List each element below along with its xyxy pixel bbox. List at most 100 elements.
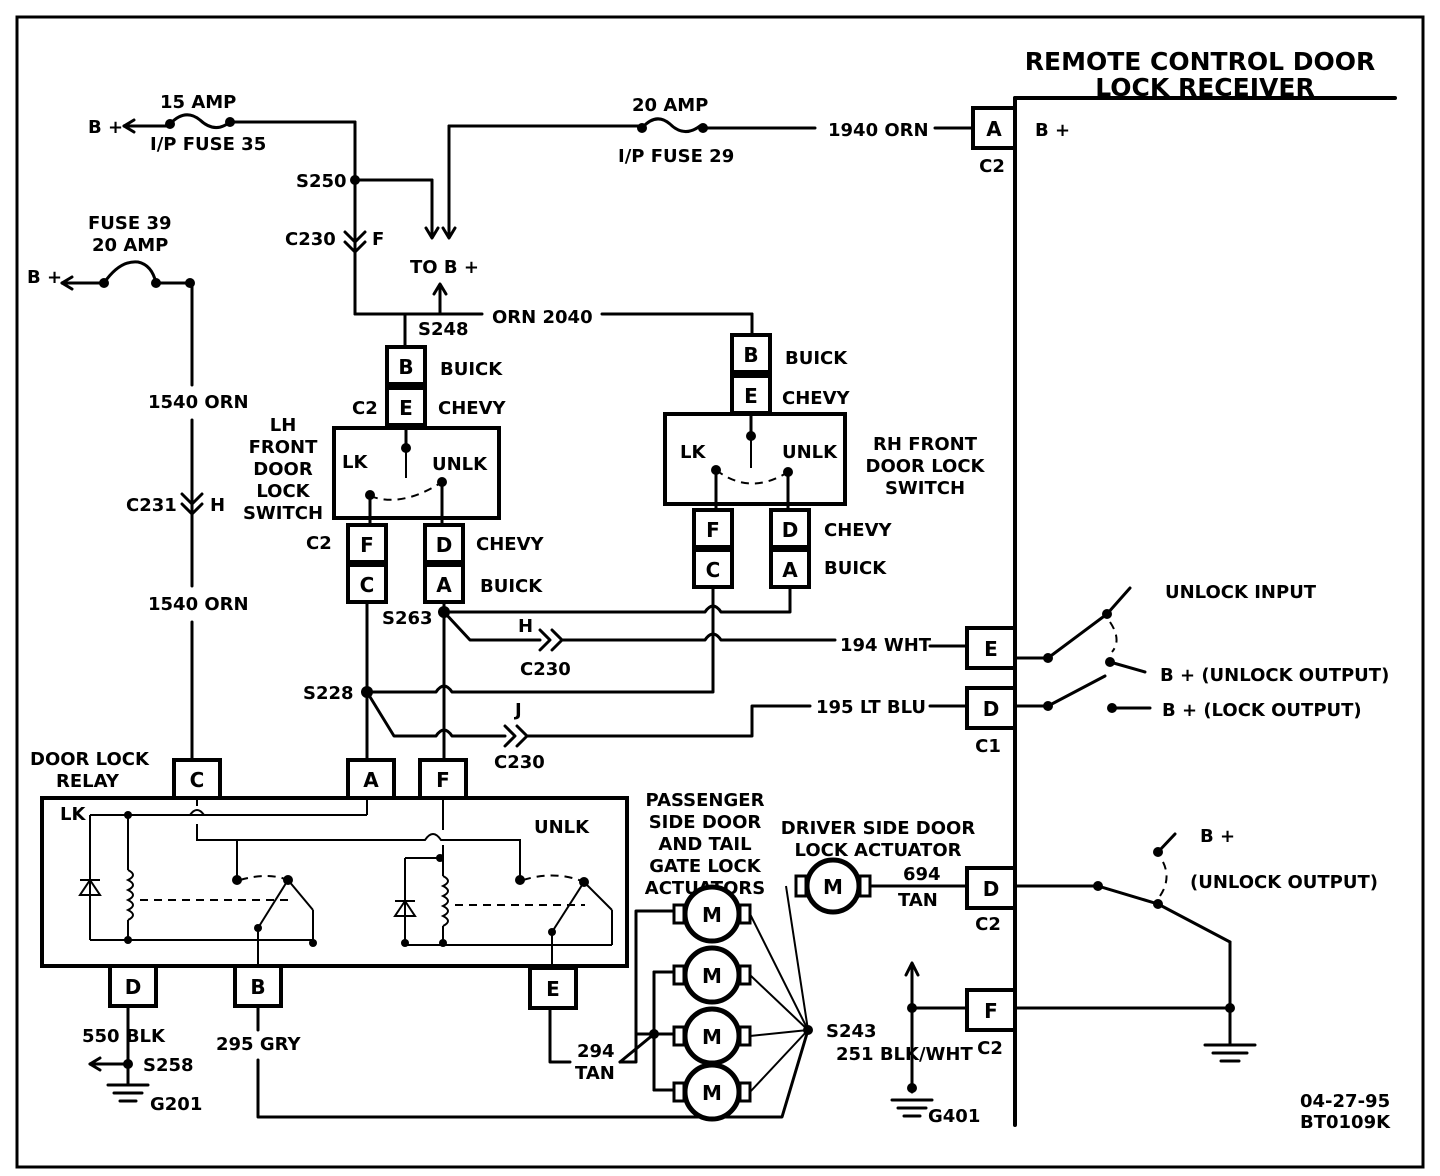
- lh-chevy-top: CHEVY: [438, 398, 507, 419]
- passenger-actuators: PASSENGER SIDE DOOR AND TAIL GATE LOCK A…: [618, 790, 877, 1122]
- receiver-pin-e: [965, 626, 1017, 670]
- motor-3-label: M: [702, 1025, 722, 1049]
- receiver-pin-f-label: F: [984, 999, 998, 1023]
- fuse39-name: FUSE 39: [88, 213, 172, 234]
- fuse39-b-plus: B +: [27, 267, 62, 288]
- rh-lk: LK: [680, 442, 706, 463]
- rh-name-2: DOOR LOCK: [866, 456, 986, 477]
- receiver-unlock-output: B + (UNLOCK OUTPUT): [1160, 665, 1389, 686]
- motor-4: M: [672, 1062, 752, 1122]
- lh-name-5: SWITCH: [243, 503, 323, 524]
- lh-pin-b: [385, 345, 427, 386]
- rh-chevy-top: CHEVY: [782, 388, 851, 409]
- rh-pin-e: [730, 374, 772, 415]
- c230-j-label: C230: [494, 752, 545, 773]
- motor-3: M: [672, 1006, 752, 1066]
- driver-motor-label: M: [823, 875, 843, 899]
- wire-1540-top: 1540 ORN: [148, 392, 249, 413]
- receiver-lock-output: B + (LOCK OUTPUT): [1162, 700, 1362, 721]
- rh-pin-b: [730, 333, 772, 374]
- lh-switch-body: [332, 426, 501, 520]
- s258-label: S258: [143, 1055, 194, 1076]
- lh-conn-top: C2: [352, 398, 378, 419]
- relay-pin-d: [108, 964, 158, 1008]
- receiver-pin-f: [965, 988, 1017, 1032]
- lh-pin-d: [423, 523, 465, 564]
- g401-label: G401: [928, 1106, 980, 1127]
- wire-294-color: TAN: [575, 1063, 615, 1084]
- door-lock-relay: DOOR LOCK RELAY C A F LK UNLK: [30, 749, 629, 1010]
- relay-pin-e: [528, 966, 578, 1010]
- s228-label: S228: [303, 683, 354, 704]
- rh-switch-body: [663, 412, 847, 506]
- receiver-conn-c1: C1: [975, 736, 1001, 757]
- receiver-unlock-input: UNLOCK INPUT: [1165, 582, 1317, 603]
- wire-1940-label: 1940 ORN: [828, 120, 929, 141]
- relay-name-2: RELAY: [56, 771, 120, 792]
- s250-label: S250: [296, 171, 347, 192]
- passenger-line-3: AND TAIL: [658, 834, 751, 855]
- rh-name-3: SWITCH: [885, 478, 965, 499]
- wire-694-color: TAN: [898, 890, 938, 911]
- wire-694-num: 694: [903, 864, 941, 885]
- h-label: H: [518, 616, 533, 637]
- relay-pin-a-label: A: [363, 768, 379, 792]
- relay-pin-f-label: F: [436, 768, 450, 792]
- relay-name-1: DOOR LOCK: [30, 749, 150, 770]
- receiver-pin-d1: [965, 686, 1017, 730]
- passenger-line-4: GATE LOCK: [649, 856, 761, 877]
- rh-pin-e-label: E: [744, 384, 758, 408]
- passenger-line-1: PASSENGER: [646, 790, 765, 811]
- receiver-conn-c2-mid: C2: [975, 914, 1001, 935]
- harness-wiring: S263 H C230 194 WHT S228 J C230 195 LT B…: [303, 585, 969, 773]
- to-b-plus: TO B +: [410, 257, 479, 278]
- receiver-pin-d1-label: D: [983, 697, 1000, 721]
- receiver-conn-c2-top: C2: [979, 156, 1005, 177]
- relay-pin-c-label: C: [190, 768, 205, 792]
- relay-body: [40, 796, 629, 968]
- driver-actuator: DRIVER SIDE DOOR LOCK ACTUATOR M 694 TAN: [781, 818, 976, 915]
- lh-pin-e: [385, 386, 427, 427]
- c231-label: C231: [126, 495, 177, 516]
- relay-bottom-wiring: 550 BLK S258 G201 295 GRY 294 TAN: [82, 909, 810, 1119]
- wire-1540-bot: 1540 ORN: [148, 594, 249, 615]
- orn-2040-label: ORN 2040: [492, 307, 593, 328]
- receiver-unlock-output2-bplus: B +: [1200, 826, 1235, 847]
- lh-pin-f: [346, 523, 388, 564]
- relay-pin-e-label: E: [546, 977, 560, 1001]
- motor-1: M: [672, 884, 752, 944]
- receiver-unlock-output2: (UNLOCK OUTPUT): [1190, 872, 1378, 893]
- fuse35-b-plus: B +: [88, 117, 123, 138]
- rh-pin-c-label: C: [706, 558, 721, 582]
- lh-pin-b-label: B: [398, 355, 413, 379]
- rh-buick-bot: BUICK: [824, 558, 887, 579]
- wire-550-label: 550 BLK: [82, 1026, 166, 1047]
- footer-code: BT0109K: [1300, 1112, 1391, 1133]
- diagram-frame: [15, 15, 1425, 1169]
- lh-chevy-bot: CHEVY: [476, 534, 545, 555]
- driver-line-2: LOCK ACTUATOR: [794, 840, 961, 861]
- lh-lk: LK: [342, 452, 368, 473]
- lh-unlk: UNLK: [432, 454, 488, 475]
- relay-pin-d-label: D: [125, 975, 142, 999]
- wire-195-label: 195 LT BLU: [816, 697, 926, 718]
- fuse35-name: I/P FUSE 35: [150, 134, 266, 155]
- lh-pin-c-label: C: [360, 573, 375, 597]
- receiver-pin-d2-label: D: [983, 877, 1000, 901]
- motor-2-label: M: [702, 964, 722, 988]
- fuse29-amp: 20 AMP: [632, 95, 708, 116]
- rh-unlk: UNLK: [782, 442, 838, 463]
- rh-pin-b-label: B: [743, 343, 758, 367]
- c230-h-label: C230: [520, 659, 571, 680]
- receiver-pin-d2: [965, 866, 1017, 910]
- motor-1-label: M: [702, 903, 722, 927]
- driver-line-1: DRIVER SIDE DOOR: [781, 818, 976, 839]
- rh-switch: B E BUICK CHEVY LK UNLK RH FRONT DOOR LO…: [663, 333, 986, 589]
- lh-name-4: LOCK: [256, 481, 310, 502]
- relay-lk: LK: [60, 804, 86, 825]
- c230-f-label: C230: [285, 229, 336, 250]
- lh-pin-d-label: D: [436, 533, 453, 557]
- rh-pin-a-label: A: [782, 558, 798, 582]
- wire-194-label: 194 WHT: [840, 635, 932, 656]
